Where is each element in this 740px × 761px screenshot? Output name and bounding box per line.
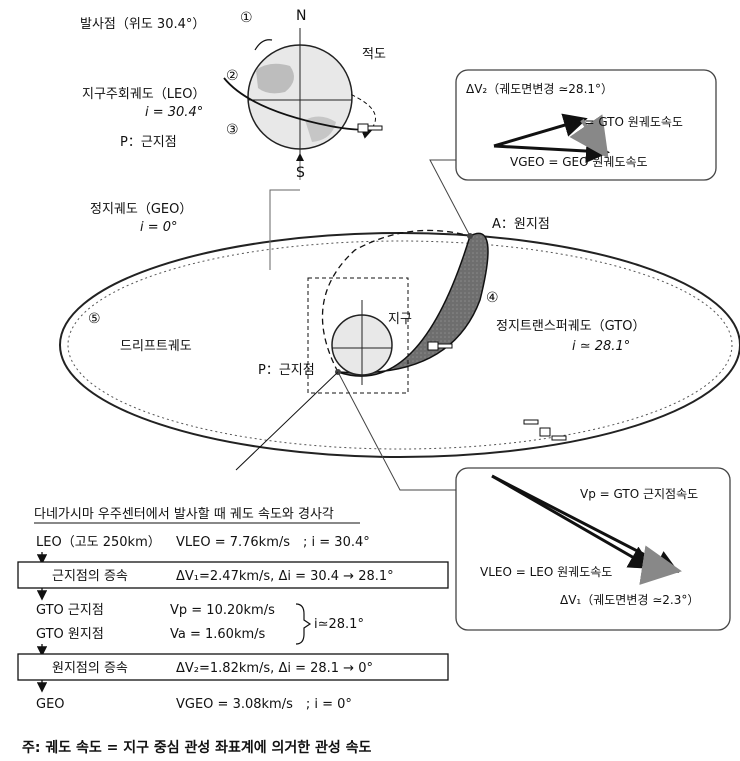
geo-incl-label: i = 0°: [140, 220, 178, 235]
step2-label: ②: [226, 68, 239, 84]
zoom-box: [307, 277, 409, 394]
drift-label: 드리프트궤도: [120, 339, 192, 354]
apogee-label: A：원지점: [492, 217, 550, 232]
vleo-label: VLEO = LEO 원궤도속도: [480, 565, 612, 579]
dv1-label: ΔV₁（궤도면변경 ≃2.3°）: [560, 593, 699, 607]
dv2-vector: [569, 114, 609, 159]
geo-row-label: GEO: [36, 697, 65, 712]
perigee-link: [337, 371, 456, 491]
dv2-label: ΔV₂（궤도면변경 ≃28.1°）: [466, 82, 613, 96]
burn1-label: 근지점의 증속: [52, 569, 128, 584]
burn2-box: [17, 653, 449, 681]
gto-p-value: Vp = 10.20km/s: [170, 603, 275, 618]
gto-orbit-back: [321, 229, 471, 373]
gto-incl-value: i≃28.1°: [314, 617, 364, 632]
launch-perigee-label: P：근지점: [120, 135, 177, 150]
south-label: S: [296, 165, 305, 181]
gto-a-label: GTO 원지점: [36, 627, 104, 642]
satellite-icon: [427, 341, 453, 351]
north-label: N: [296, 8, 306, 24]
leo-orbit-back: [349, 93, 376, 129]
satellite-icon: [523, 419, 567, 441]
gto-a-value: Va = 1.60km/s: [170, 627, 266, 642]
va-vector: [493, 113, 588, 148]
footnote: 주: 궤도 속도 = 지구 중심 관성 좌표계에 의거한 관성 속도: [22, 739, 372, 756]
landmass: [256, 63, 294, 94]
zoom-link: [269, 189, 300, 270]
burn1-values: ΔV₁=2.47km/s, Δi = 30.4 → 28.1°: [176, 569, 394, 584]
launch-globe-group: [223, 28, 383, 180]
geo-row-values: VGEO = 3.08km/s ; i = 0°: [176, 697, 352, 712]
va-label: Va = GTO 원궤도속도: [566, 115, 683, 129]
gto-name-label: 정지트랜스퍼궤도（GTO）: [496, 319, 645, 334]
perigee-vector-box: [455, 467, 731, 631]
burn2-label: 원지점의 증속: [52, 661, 128, 676]
brace-icon: [295, 603, 312, 645]
table-title: 다네가시마 우주센터에서 발사할 때 궤도 속도와 경사각: [34, 507, 334, 522]
vp-label: Vp = GTO 근지점속도: [580, 487, 698, 501]
earth-label: 지구: [388, 312, 412, 327]
leo-row-values: VLEO = 7.76km/s ; i = 30.4°: [176, 535, 370, 550]
equator-label: 적도: [362, 47, 386, 62]
step1-label: ①: [240, 10, 253, 26]
vgeo-label: VGEO = GEO 원궤도속도: [510, 155, 648, 169]
perigee-pointer: [235, 371, 339, 471]
gto-orbit: [337, 232, 489, 377]
satellite-icon: [357, 123, 383, 133]
step4-label: ④: [486, 290, 499, 306]
step5-label: ⑤: [88, 311, 101, 327]
leo-row-label: LEO（고도 250km）: [36, 535, 161, 550]
leo-incl-label: i = 30.4°: [145, 105, 203, 120]
burn2-values: ΔV₂=1.82km/s, Δi = 28.1 → 0°: [176, 661, 373, 676]
apogee-link: [429, 159, 471, 237]
apogee-vector-box: [455, 69, 717, 181]
gto-incl-label: i ≃ 28.1°: [572, 339, 630, 354]
launch-site-label: 발사점（위도 30.4°）: [80, 17, 205, 32]
dv1-vector: [639, 545, 682, 585]
geo-name-label: 정지궤도（GEO）: [90, 202, 192, 217]
gto-p-label: GTO 근지점: [36, 603, 104, 618]
vleo-vector: [491, 474, 654, 569]
step3-label: ③: [226, 122, 239, 138]
burn1-box: [17, 561, 449, 589]
main-orbit-group: [59, 159, 740, 491]
leo-name-label: 지구주회궤도（LEO）: [82, 87, 205, 102]
launch-trajectory: [254, 39, 273, 51]
orbit-perigee-label: P：근지점: [258, 363, 315, 378]
drift-orbit: [67, 240, 733, 450]
